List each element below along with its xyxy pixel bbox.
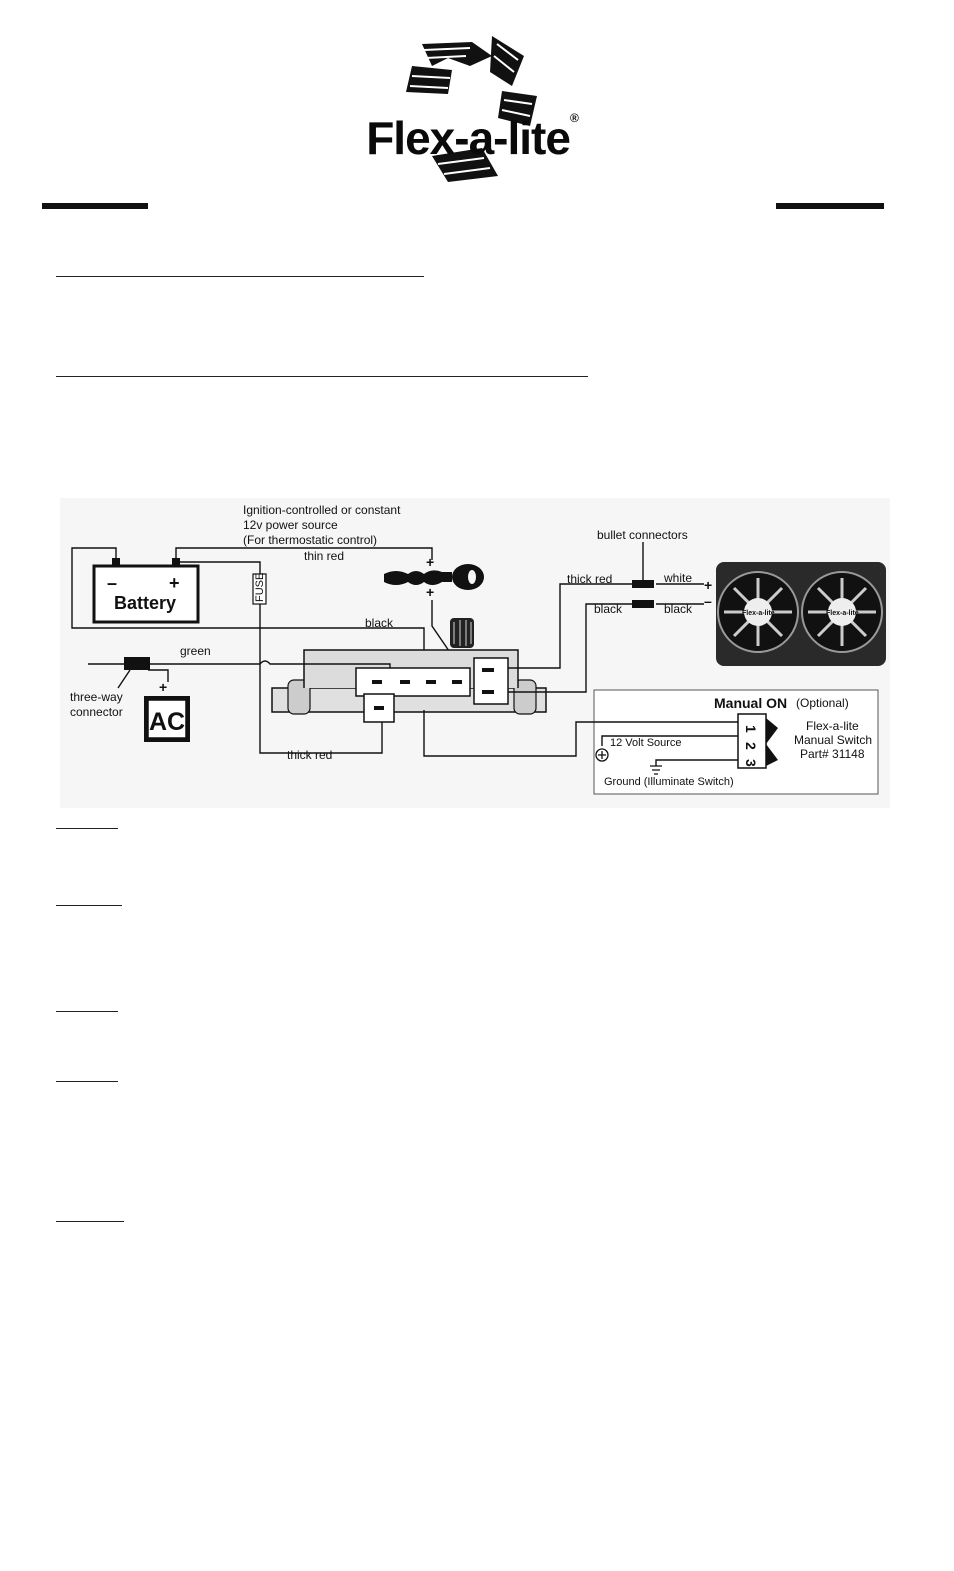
svg-text:(Optional): (Optional) <box>796 696 849 710</box>
svg-text:black: black <box>664 602 693 616</box>
svg-text:Manual Switch: Manual Switch <box>794 733 872 747</box>
wiring-diagram: Battery – + FUSE + + Ignition-controlled… <box>60 498 890 808</box>
svg-text:–: – <box>107 573 117 593</box>
svg-text:3: 3 <box>743 759 759 767</box>
battery: Battery – + <box>92 558 200 624</box>
svg-text:(For thermostatic control): (For thermostatic control) <box>243 533 377 547</box>
dual-electric-fans: Flex-a-lite Flex-a-lite <box>716 562 886 666</box>
step-underline-3 <box>56 1011 118 1012</box>
svg-text:Flex-a-lite: Flex-a-lite <box>826 610 859 617</box>
svg-text:12v power source: 12v power source <box>243 518 338 532</box>
ac-compressor-icon: AC <box>144 696 190 742</box>
svg-text:FUSE: FUSE <box>254 573 266 602</box>
manual-switch-box: Manual ON (Optional) Flex-a-lite Manual … <box>423 689 879 795</box>
svg-text:+: + <box>426 584 434 600</box>
fan-controller-module <box>271 618 547 723</box>
svg-text:+: + <box>159 679 167 695</box>
heading-underline-1 <box>56 276 424 277</box>
flex-a-lite-logo: Flex-a-lite® <box>352 36 592 186</box>
title-rule-left <box>42 203 148 209</box>
fuse: FUSE <box>252 573 267 605</box>
svg-text:–: – <box>704 593 712 609</box>
svg-text:white: white <box>663 571 692 585</box>
svg-text:Ignition-controlled or constan: Ignition-controlled or constant <box>243 503 401 517</box>
ignition-key-icon <box>384 564 484 590</box>
three-way-connector <box>124 657 150 670</box>
heading-underline-2 <box>56 376 588 377</box>
step-underline-4 <box>56 1081 118 1082</box>
brand-wordmark: Flex-a-lite® <box>366 111 579 164</box>
svg-text:black: black <box>594 602 623 616</box>
step-underline-2 <box>56 905 122 906</box>
svg-text:Ground (Illuminate Switch): Ground (Illuminate Switch) <box>604 776 734 788</box>
flag-emblem-icon <box>406 36 537 182</box>
svg-text:12 Volt Source: 12 Volt Source <box>610 737 682 749</box>
svg-text:green: green <box>180 644 211 658</box>
bullet-connector-negative <box>632 600 654 608</box>
title-rule-right <box>776 203 884 209</box>
svg-text:Flex-a-lite: Flex-a-lite <box>742 610 775 617</box>
svg-text:thick red: thick red <box>567 572 612 586</box>
svg-text:+: + <box>704 577 712 593</box>
step-underline-5 <box>56 1221 124 1222</box>
svg-text:1: 1 <box>743 725 759 733</box>
toggle-switch-icon <box>737 713 767 769</box>
svg-text:+: + <box>426 554 434 570</box>
svg-text:2: 2 <box>743 742 759 750</box>
svg-text:Part# 31148: Part# 31148 <box>800 747 865 761</box>
svg-text:Flex-a-lite: Flex-a-lite <box>806 719 859 733</box>
svg-text:+: + <box>169 573 180 593</box>
svg-text:Manual ON: Manual ON <box>714 695 787 711</box>
bullet-connector-positive <box>632 580 654 588</box>
battery-label: Battery <box>114 593 176 613</box>
svg-text:thick red: thick red <box>287 748 332 762</box>
svg-text:thin red: thin red <box>304 549 344 563</box>
step-underline-1 <box>56 828 118 829</box>
svg-text:three-way: three-way <box>70 690 123 704</box>
svg-text:bullet connectors: bullet connectors <box>597 528 688 542</box>
svg-text:black: black <box>365 616 394 630</box>
svg-text:connector: connector <box>70 705 123 719</box>
svg-text:AC: AC <box>149 708 185 736</box>
